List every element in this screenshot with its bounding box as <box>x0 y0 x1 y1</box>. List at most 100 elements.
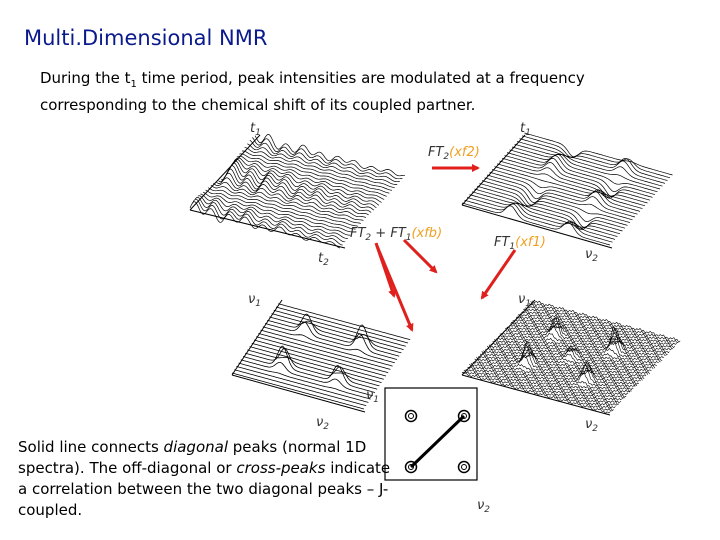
trace-line <box>208 187 359 227</box>
intro-sub: 1 <box>130 79 137 90</box>
trace-line <box>506 152 656 195</box>
trace-line <box>226 162 377 209</box>
trace-line <box>489 171 638 215</box>
ft21-label: FT2 + FT1(xfb) <box>350 226 442 243</box>
panel-2d-spectrum-dense: ν1 ν2 <box>461 292 681 434</box>
trace-line <box>245 348 378 390</box>
intro-text: During the t1 time period, peak intensit… <box>40 68 680 116</box>
trace-line <box>271 313 404 350</box>
interferogram-traces <box>461 132 673 246</box>
trace-line <box>228 160 380 206</box>
trace-line <box>479 183 628 226</box>
trace-line <box>238 362 371 400</box>
trace-line <box>461 202 611 246</box>
trace-line <box>236 155 387 197</box>
panel-time-domain: t1 t2 <box>189 121 405 268</box>
trace-line <box>504 155 653 198</box>
panel-interferogram: t1 ν2 <box>461 121 673 264</box>
trace-line <box>481 180 631 223</box>
trace-line <box>244 147 395 188</box>
panel-2d-spectrum: ν1 ν1 ν2 <box>231 292 411 432</box>
ft2-label: FT2(xf2) <box>428 145 480 162</box>
arrow-ft21-right <box>402 238 438 274</box>
trace-line <box>515 316 665 359</box>
trace-line <box>512 316 661 363</box>
trace-line <box>523 308 672 351</box>
contour-box <box>384 387 478 481</box>
trace-line <box>499 160 648 204</box>
trace-line <box>474 358 623 401</box>
trace-line <box>471 191 621 235</box>
trace-line <box>530 301 679 344</box>
trace-line <box>249 346 382 383</box>
trace-line <box>476 356 625 399</box>
trace-line <box>278 303 411 341</box>
trace-line <box>210 184 361 224</box>
panel-a-t2-axis <box>189 209 346 249</box>
panel-c-v2-axis <box>231 374 366 413</box>
panel-b-t1-axis <box>461 134 526 206</box>
trace-line <box>501 332 650 375</box>
trace-line <box>508 324 657 367</box>
trace-line <box>464 199 613 243</box>
page-title: Multi.Dimensional NMR <box>24 26 268 50</box>
trace-line <box>260 329 393 367</box>
trace-line <box>469 194 618 237</box>
panel-d-v2-label: ν2 <box>585 417 598 434</box>
trace-line <box>189 201 341 249</box>
panel-c-v2-label: ν2 <box>316 415 329 432</box>
trace-line <box>521 311 670 354</box>
panel-b-t1-label: t1 <box>520 121 531 138</box>
trace-line <box>239 153 390 194</box>
trace-line <box>470 362 620 405</box>
trace-line <box>525 307 674 350</box>
trace-line <box>532 300 681 343</box>
trace-line <box>202 191 354 233</box>
trace-line <box>496 163 646 207</box>
trace-line <box>486 345 636 387</box>
trace-line <box>496 337 645 380</box>
trace-line <box>492 340 641 382</box>
trace-line <box>247 143 398 185</box>
trace-line <box>519 138 668 181</box>
trace-line <box>221 168 372 213</box>
panel-a-t1-label: t1 <box>250 121 261 138</box>
trace-line <box>469 364 618 406</box>
panel-c-v1-side-label: ν1 <box>366 388 379 405</box>
figure-caption: Solid line connects diagonal peaks (norm… <box>18 437 398 521</box>
trace-line <box>262 326 395 364</box>
diagonal-peak-top-right <box>457 409 471 423</box>
trace-line <box>242 345 376 393</box>
trace-line <box>256 336 389 374</box>
diagonal-line <box>409 414 466 469</box>
caption-cross-peaks: cross-peaks <box>236 459 326 477</box>
trace-line <box>528 303 677 345</box>
intro-part2: time period, peak intensities are modula… <box>40 69 585 114</box>
trace-line <box>240 359 373 397</box>
caption-part5: indicate a correlation between the two d… <box>18 459 391 519</box>
trace-line <box>505 327 654 369</box>
trace-line <box>252 137 403 180</box>
trace-line <box>249 139 400 183</box>
trace-line <box>481 344 630 393</box>
trace-line <box>213 181 364 221</box>
trace-line <box>258 333 391 370</box>
trace-line <box>269 316 402 354</box>
panel-a-t1-axis <box>189 134 261 211</box>
trace-line <box>479 353 629 396</box>
contour-v2-label: ν2 <box>477 498 490 515</box>
trace-line <box>466 197 616 240</box>
panel-c-v1-axis <box>231 299 283 376</box>
trace-line <box>484 177 633 221</box>
ft1-label: FT1(xf1) <box>494 235 546 252</box>
caption-part3: peaks (normal 1D spectra). The off-diago… <box>18 438 367 477</box>
panel-b-v2-label: ν2 <box>585 247 598 264</box>
trace-line <box>506 326 656 369</box>
trace-line <box>242 150 393 191</box>
trace-line <box>234 369 367 407</box>
trace-line <box>501 157 651 201</box>
trace-line <box>516 141 666 184</box>
trace-line <box>267 313 400 357</box>
panel-a-t2-label: t2 <box>318 251 329 268</box>
trace-line <box>197 195 348 239</box>
